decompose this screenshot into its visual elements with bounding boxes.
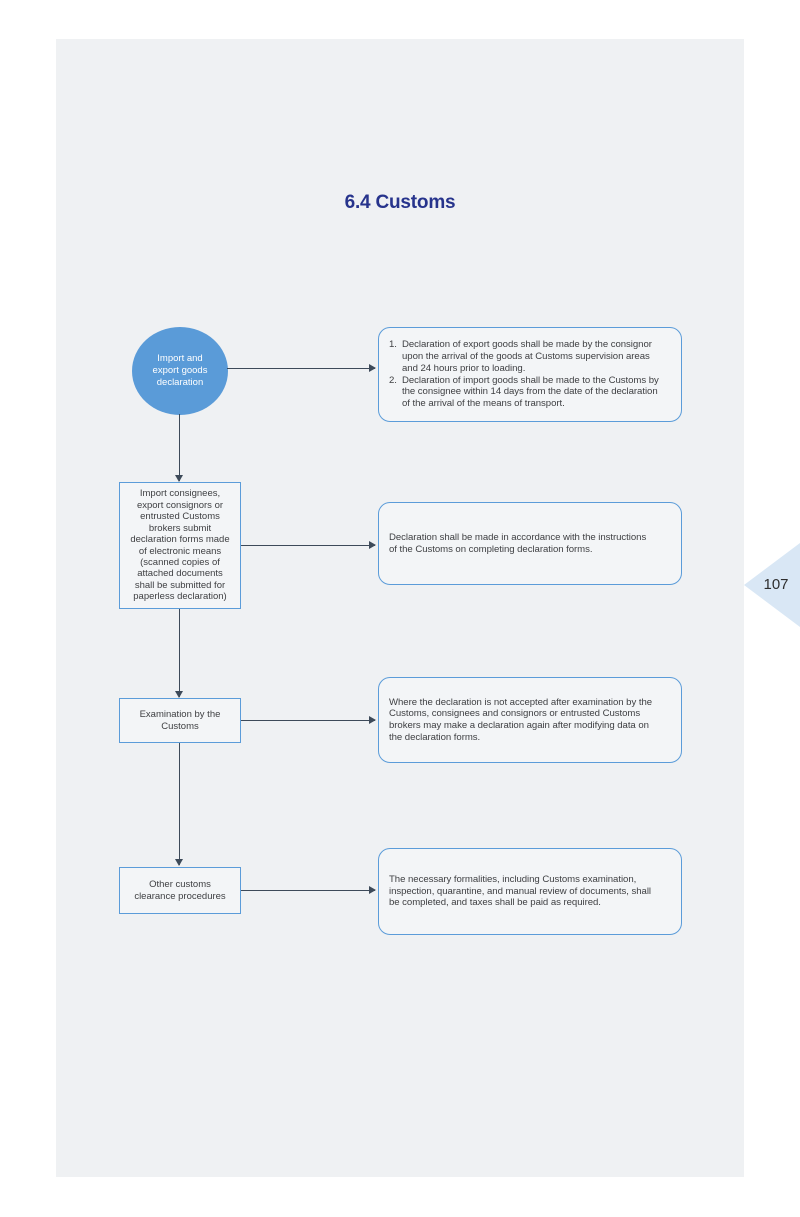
note-item-number: 1. xyxy=(389,339,397,351)
flow-start-label: Import and export goods declaration xyxy=(152,353,208,388)
note-item-number: 2. xyxy=(389,374,397,386)
arrow-step1-to-note2 xyxy=(241,540,376,549)
note-text: Declaration shall be made in accordance … xyxy=(389,531,647,555)
arrow-step2-to-note3 xyxy=(241,715,376,724)
process-box-other-procedures: Other customs clearance procedures xyxy=(119,867,241,914)
process-box-label: Other customs clearance procedures xyxy=(134,879,226,902)
note-list-item: 1. Declaration of export goods shall be … xyxy=(389,339,671,374)
process-box-examination: Examination by the Customs xyxy=(119,698,241,743)
arrow-step3-to-note4 xyxy=(241,885,376,894)
note-text: Where the declaration is not accepted af… xyxy=(389,696,653,743)
note-box-instructions: Declaration shall be made in accordance … xyxy=(378,502,682,585)
flow-start-node: Import and export goods declaration xyxy=(132,327,228,415)
arrow-start-to-note1 xyxy=(227,363,376,372)
page-number: 107 xyxy=(763,576,789,593)
note-box-formalities: The necessary formalities, including Cus… xyxy=(378,848,682,935)
note-item-text: Declaration of export goods shall be mad… xyxy=(402,339,652,374)
arrow-step2-to-step3 xyxy=(174,743,183,866)
process-box-label: Examination by the Customs xyxy=(139,709,221,732)
arrow-start-to-step1 xyxy=(174,414,183,482)
note-list-item: 2. Declaration of import goods shall be … xyxy=(389,375,671,410)
note-item-text: Declaration of import goods shall be mad… xyxy=(402,374,659,409)
arrow-step1-to-step2 xyxy=(174,609,183,698)
note-box-declaration-rules: 1. Declaration of export goods shall be … xyxy=(378,327,682,422)
note-text: The necessary formalities, including Cus… xyxy=(389,873,652,909)
process-box-submit-declaration: Import consignees, export consignors or … xyxy=(119,482,241,609)
section-title: 6.4 Customs xyxy=(344,192,456,213)
process-box-label: Import consignees, export consignors or … xyxy=(130,488,230,603)
note-box-not-accepted: Where the declaration is not accepted af… xyxy=(378,677,682,763)
document-page: 6.4 Customs Import and export goods decl… xyxy=(56,39,744,1177)
